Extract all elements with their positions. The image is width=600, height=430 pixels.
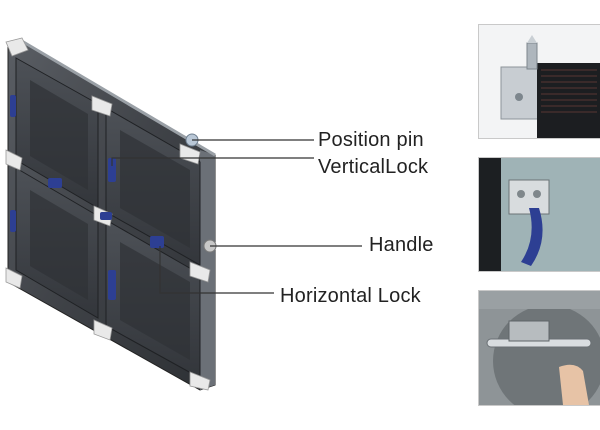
- vertical-lock-closeup: [478, 157, 600, 272]
- label-horizontal-lock: Horizontal Lock: [280, 285, 421, 307]
- cabinet-modules: [15, 57, 201, 379]
- label-handle: Handle: [369, 234, 434, 256]
- label-vertical-lock: VerticalLock: [318, 156, 429, 178]
- position-pin-closeup: [478, 24, 600, 139]
- label-position-pin: Position pin: [318, 129, 424, 151]
- blue-locks: [10, 95, 164, 300]
- leader-lines: [111, 139, 362, 294]
- horizontal-lock-closeup: [478, 290, 600, 406]
